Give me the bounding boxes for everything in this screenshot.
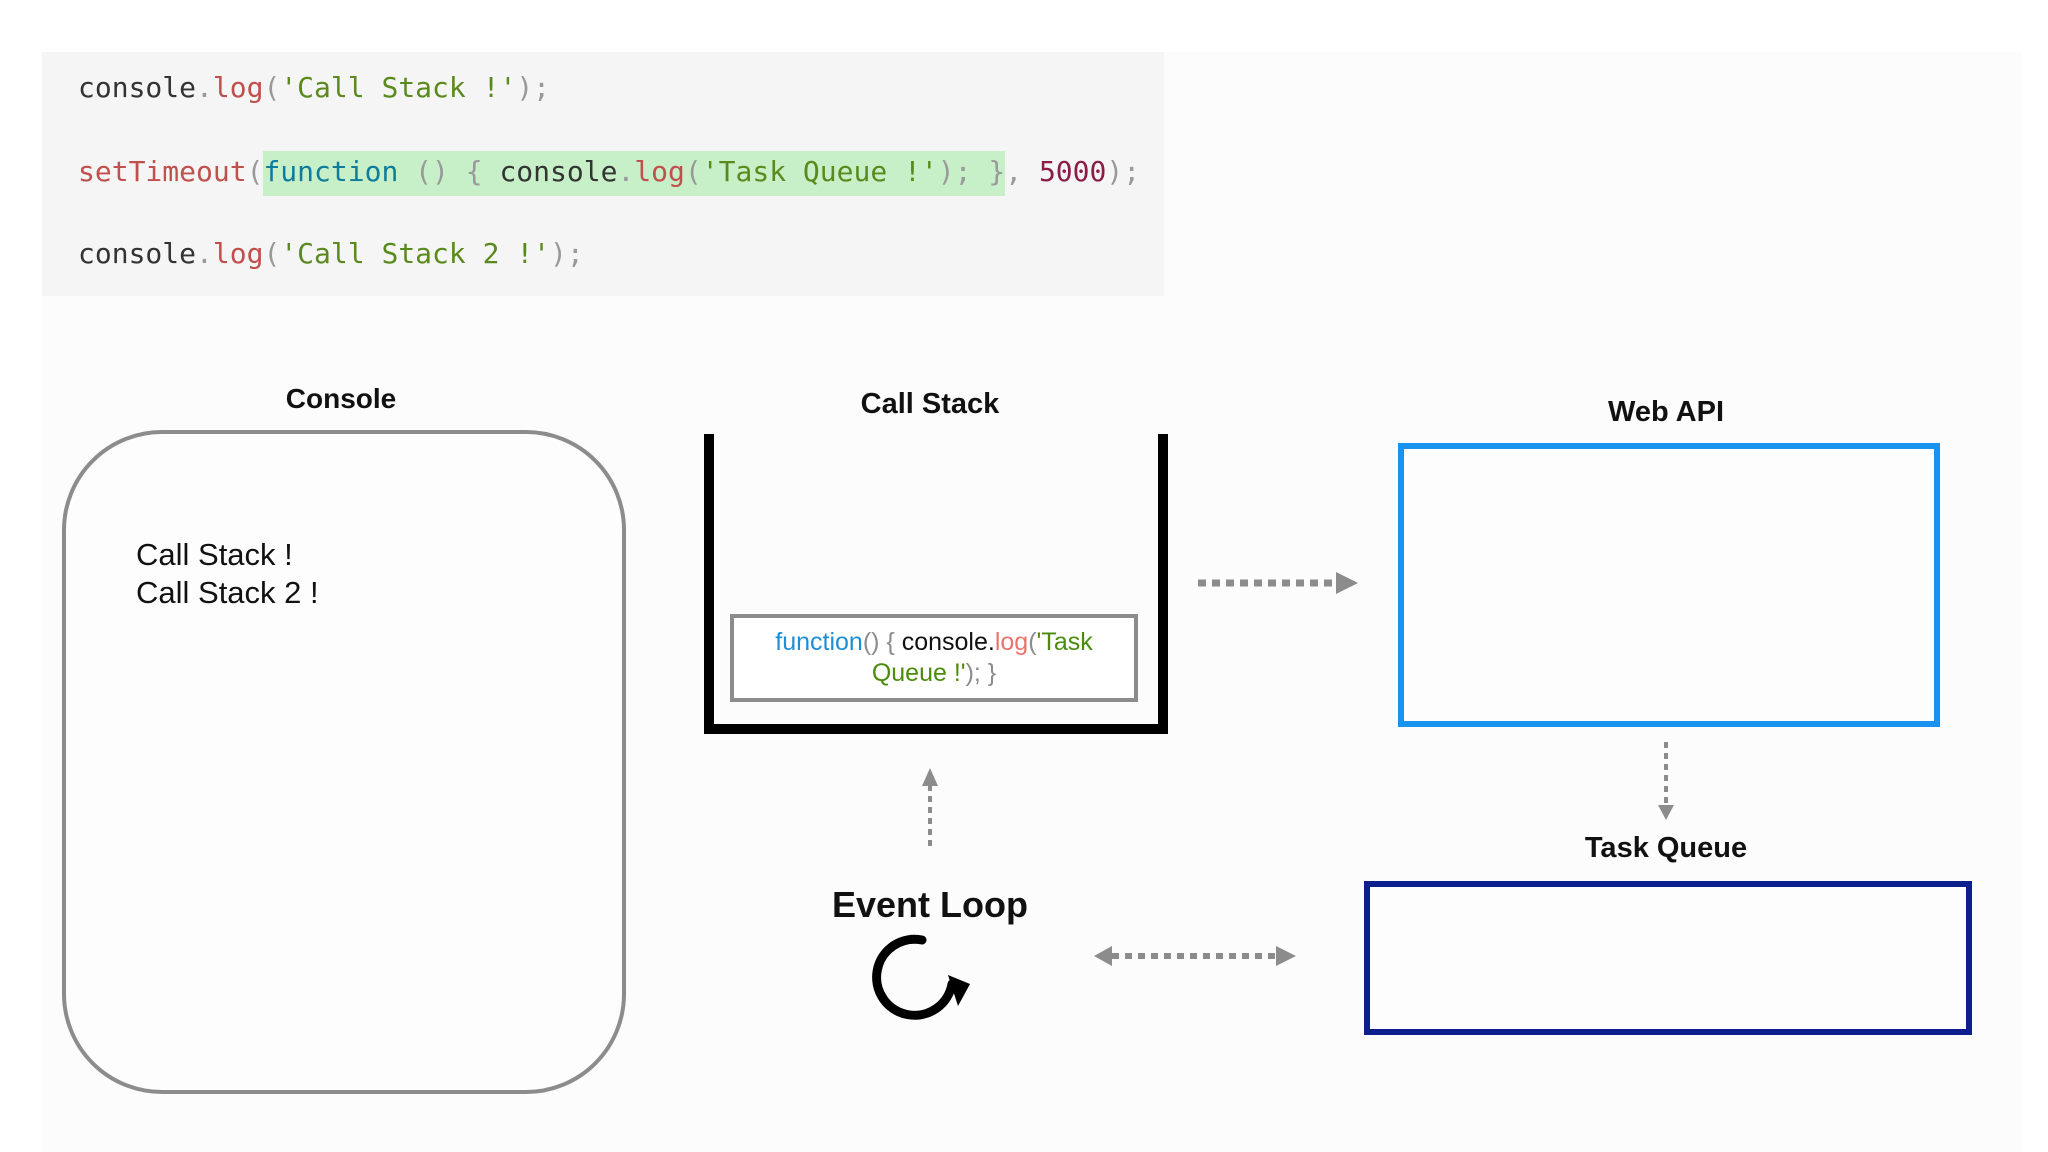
code-token: ); <box>550 237 584 270</box>
arrow-loop-to-stack <box>922 768 938 846</box>
frame-token: ( <box>1028 628 1037 656</box>
code-token: () { <box>398 155 500 188</box>
arrow-loop-queue <box>1094 946 1296 966</box>
frame-token: 'Task <box>1036 628 1093 656</box>
code-token: . <box>617 155 635 188</box>
frame-token: Queue !' <box>871 659 966 687</box>
console-line: Call Stack ! <box>136 537 293 572</box>
code-token: , <box>1005 155 1039 188</box>
code-token: function <box>263 155 399 188</box>
code-token: ( <box>246 155 264 188</box>
arrow-stack-to-webapi <box>1198 572 1358 594</box>
code-token: 5000 <box>1038 155 1107 188</box>
code-token: ); <box>516 71 551 104</box>
call-stack-title: Call Stack <box>860 388 1000 420</box>
code-token: . <box>196 71 213 104</box>
code-token: setTimeout <box>78 155 247 188</box>
task-queue-panel <box>1364 881 1972 1035</box>
code-token: ( <box>684 155 702 188</box>
console-panel <box>62 430 626 1094</box>
event-loop-title: Event Loop <box>832 884 1028 925</box>
code-token: log <box>634 155 685 188</box>
frame-token: () { <box>862 628 902 656</box>
call-stack-container <box>704 434 1168 734</box>
code-token: ); } <box>937 155 1006 188</box>
code-line-1: console.log('Call Stack !'); <box>78 68 550 108</box>
code-token: log <box>212 237 264 270</box>
console-line: Call Stack 2 ! <box>136 575 319 610</box>
code-token: console <box>78 71 197 104</box>
task-queue-title: Task Queue <box>1584 832 1748 864</box>
callback-highlight: function () { console.log('Task Queue !'… <box>263 151 1006 196</box>
code-token: console <box>78 237 197 270</box>
code-line-2: setTimeout(function () { console.log('Ta… <box>78 151 1141 196</box>
code-token: log <box>212 71 264 104</box>
frame-token: ); } <box>965 659 997 687</box>
web-api-panel <box>1398 443 1940 727</box>
arrow-webapi-to-queue <box>1658 742 1674 820</box>
code-token: ( <box>263 71 281 104</box>
console-output: Call Stack ! Call Stack 2 ! <box>136 536 319 612</box>
web-api-title: Web API <box>1607 396 1725 428</box>
code-line-3: console.log('Call Stack 2 !'); <box>78 234 584 274</box>
code-token: 'Task Queue !' <box>701 155 938 188</box>
console-title: Console <box>285 383 397 414</box>
frame-token: log <box>994 628 1029 656</box>
code-token: ); <box>1106 155 1141 188</box>
refresh-cycle-icon <box>872 934 970 1020</box>
code-token: console <box>499 155 618 188</box>
code-block: console.log('Call Stack !'); setTimeout(… <box>42 52 1164 296</box>
code-token: . <box>196 237 213 270</box>
frame-token: function <box>775 628 863 656</box>
code-token: 'Call Stack !' <box>280 71 517 104</box>
code-token: ( <box>263 237 281 270</box>
frame-token: console. <box>901 628 995 656</box>
code-token: 'Call Stack 2 !' <box>280 237 551 270</box>
